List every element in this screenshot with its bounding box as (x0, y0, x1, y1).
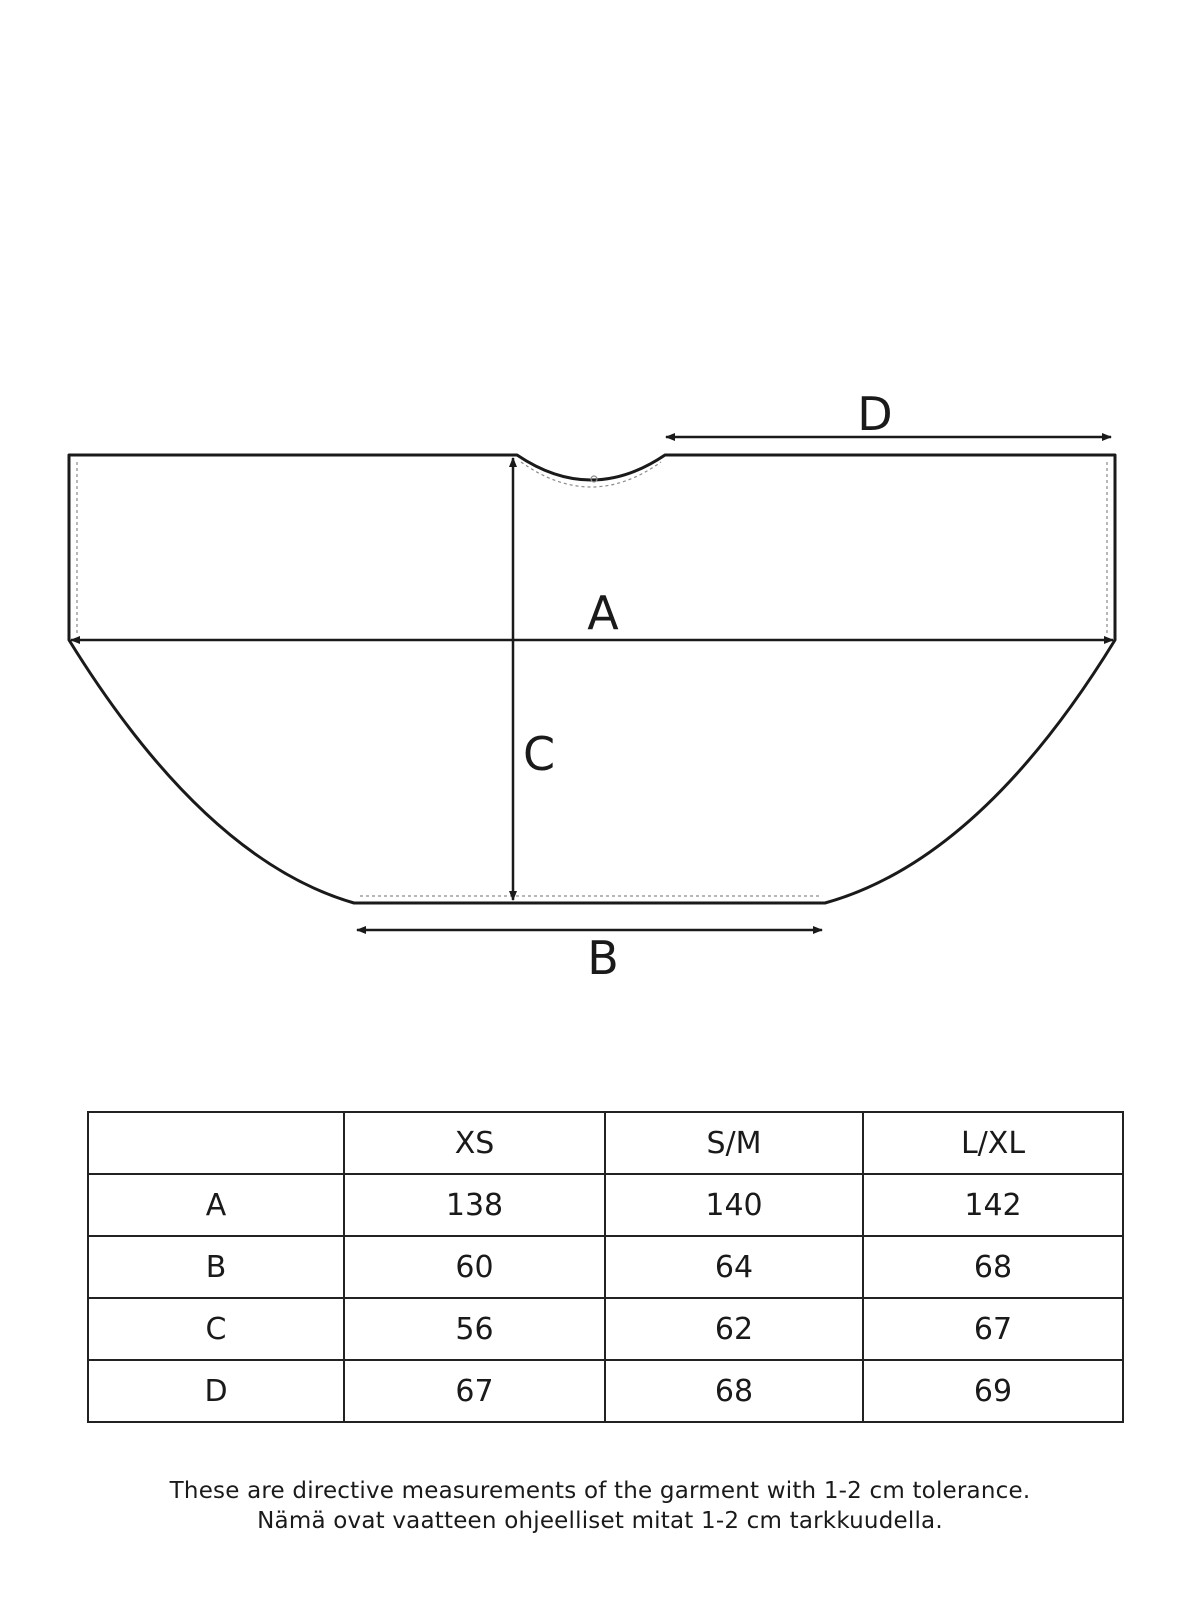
label-b: B (587, 931, 619, 985)
neck-tag (590, 475, 598, 483)
table-cell: 142 (862, 1173, 1124, 1237)
note-english: These are directive measurements of the … (169, 1478, 1031, 1504)
row-label-cell: A (87, 1173, 345, 1237)
table-cell: 64 (604, 1235, 864, 1299)
table-cell: 60 (343, 1235, 606, 1299)
table-row: B 60 64 68 (87, 1235, 1124, 1299)
table-cell: 62 (604, 1297, 864, 1361)
table-header-row: XS S/M L/XL (87, 1111, 1124, 1175)
row-label-cell: B (87, 1235, 345, 1299)
table-header-cell: XS (343, 1111, 606, 1175)
tolerance-note: These are directive measurements of the … (0, 1476, 1200, 1536)
note-finnish: Nämä ovat vaatteen ohjeelliset mitat 1-2… (257, 1508, 943, 1534)
label-a: A (587, 586, 619, 640)
garment-outline (67, 453, 1117, 905)
table-header-cell: L/XL (862, 1111, 1124, 1175)
table-cell: 138 (343, 1173, 606, 1237)
table-row: A 138 140 142 (87, 1173, 1124, 1237)
table-header-cell (87, 1111, 345, 1175)
table-cell: 67 (862, 1297, 1124, 1361)
row-label-cell: C (87, 1297, 345, 1361)
row-label-cell: D (87, 1359, 345, 1423)
table-cell: 140 (604, 1173, 864, 1237)
size-table: XS S/M L/XL A 138 140 142 B 60 64 68 C 5… (87, 1111, 1124, 1423)
neckline-stitch (520, 461, 662, 488)
table-header-cell: S/M (604, 1111, 864, 1175)
table-cell: 68 (604, 1359, 864, 1423)
table-cell: 69 (862, 1359, 1124, 1423)
table-row: C 56 62 67 (87, 1297, 1124, 1361)
label-c: C (523, 727, 555, 781)
label-d: D (857, 387, 892, 441)
table-row: D 67 68 69 (87, 1359, 1124, 1423)
table-cell: 56 (343, 1297, 606, 1361)
table-cell: 67 (343, 1359, 606, 1423)
table-cell: 68 (862, 1235, 1124, 1299)
garment-diagram: D A C B (67, 387, 1117, 985)
